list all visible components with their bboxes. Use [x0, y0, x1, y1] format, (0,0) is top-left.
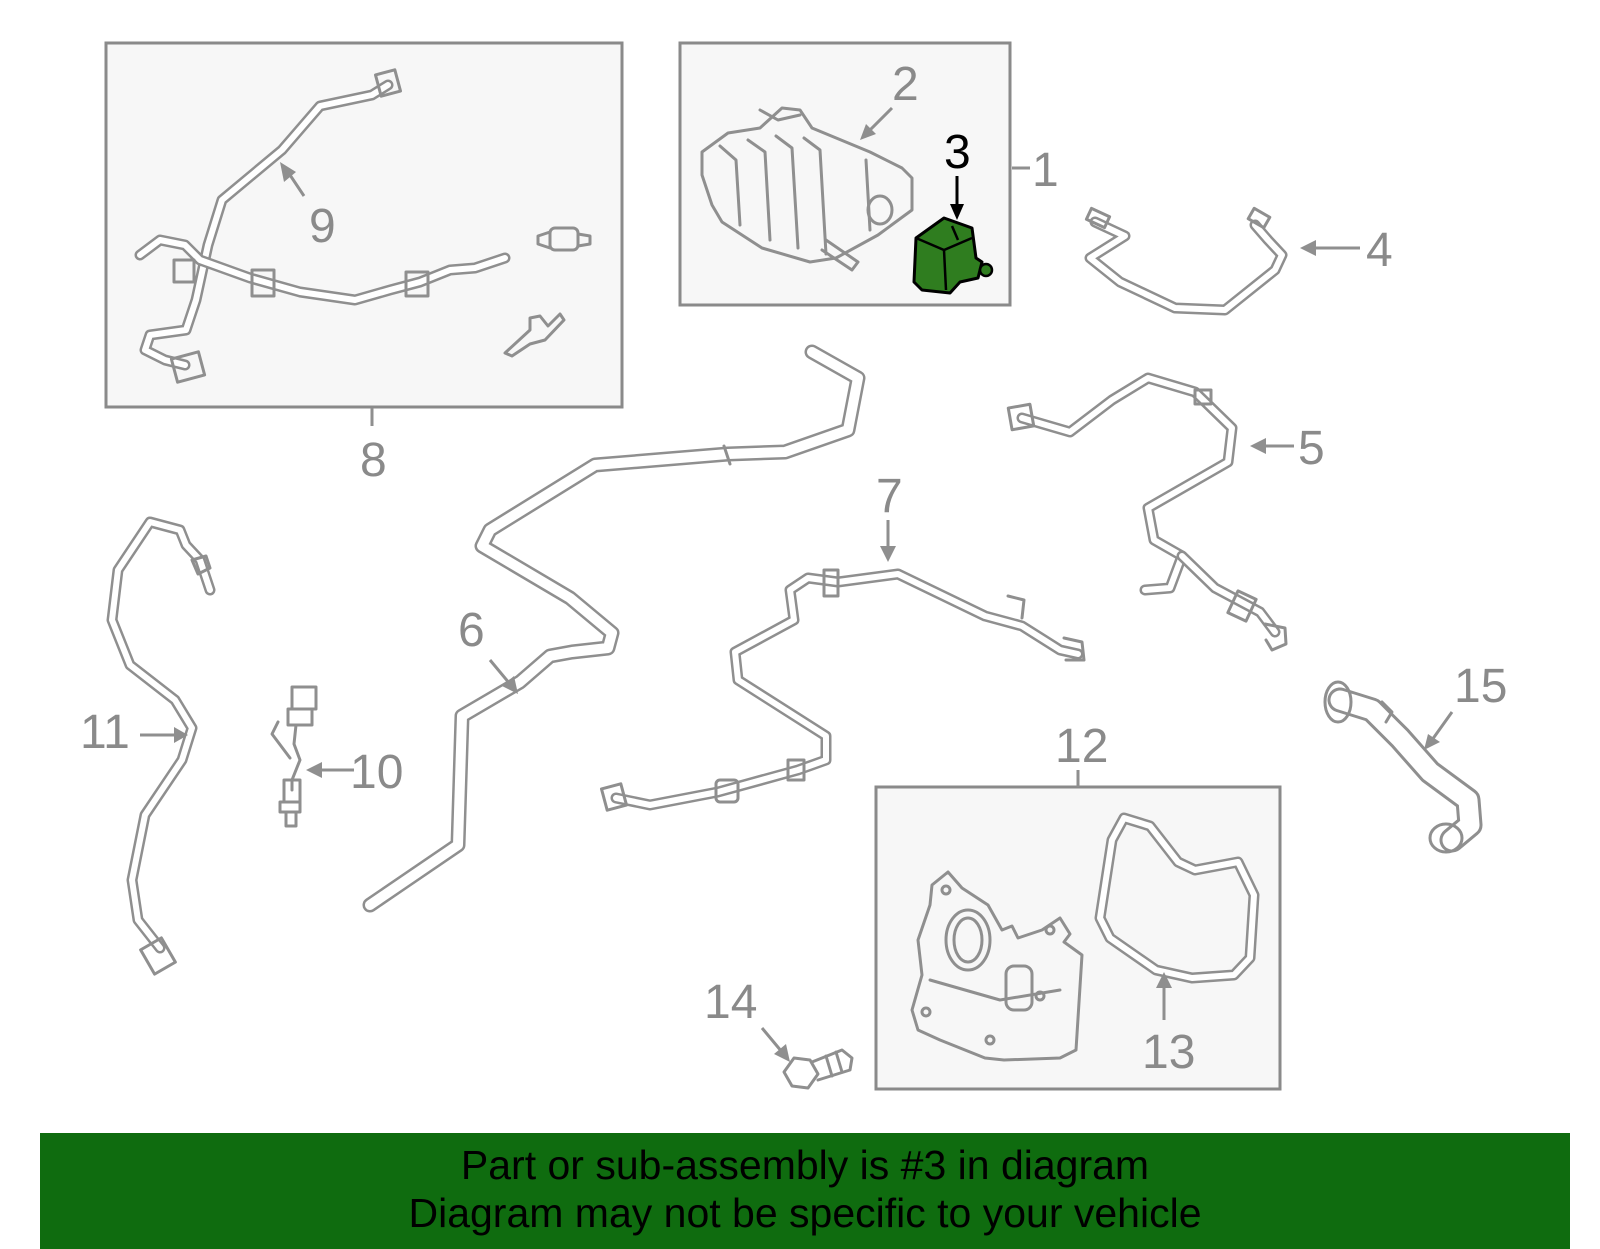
part-13-cover-gasket[interactable]	[1094, 812, 1260, 984]
part-11-sensor-wire[interactable]	[106, 516, 216, 976]
callout-5: 5	[1298, 422, 1325, 475]
callout-13: 13	[1142, 1026, 1195, 1079]
part-15-air-hose[interactable]	[1323, 680, 1483, 854]
banner-line-1: Part or sub-assembly is #3 in diagram	[460, 1142, 1150, 1188]
callout-4: 4	[1366, 224, 1393, 277]
parts-diagram: 9 8 2 3 1 4	[80, 41, 1507, 1091]
part-6-vapor-hose[interactable]	[362, 344, 866, 913]
banner-line-2: Diagram may not be specific to your vehi…	[408, 1190, 1202, 1236]
part-10-oxygen-sensor[interactable]	[270, 685, 318, 828]
assembly-box-8	[104, 41, 624, 409]
callout-2: 2	[892, 58, 919, 111]
callout-3: 3	[944, 126, 971, 179]
callout-7: 7	[876, 470, 903, 523]
callout-14: 14	[704, 976, 757, 1029]
callout-6: 6	[458, 604, 485, 657]
retaining-clip[interactable]	[503, 312, 566, 358]
callout-15: 15	[1454, 660, 1507, 713]
assembly-box-12	[874, 785, 1282, 1091]
info-banner: Part or sub-assembly is #3 in diagram Di…	[40, 1133, 1570, 1249]
callout-11: 11	[80, 706, 130, 759]
callout-9: 9	[309, 200, 336, 253]
part-7-vapor-tube[interactable]	[599, 568, 1086, 812]
callout-10: 10	[350, 746, 403, 799]
part-3-purge-valve[interactable]	[912, 216, 994, 295]
callout-8: 8	[360, 434, 387, 487]
sensor-connector-small[interactable]	[536, 226, 592, 252]
part-4-vapor-tube[interactable]	[1084, 206, 1288, 316]
callout-1: 1	[1032, 144, 1059, 197]
part-9-wire-harness[interactable]	[134, 68, 511, 384]
part-12-cover-plate[interactable]	[910, 870, 1084, 1062]
part-5-vapor-tube[interactable]	[1006, 372, 1288, 652]
part-2-vapor-canister[interactable]	[700, 106, 914, 272]
part-14-bolt[interactable]	[782, 1048, 854, 1090]
callout-12: 12	[1055, 720, 1108, 773]
